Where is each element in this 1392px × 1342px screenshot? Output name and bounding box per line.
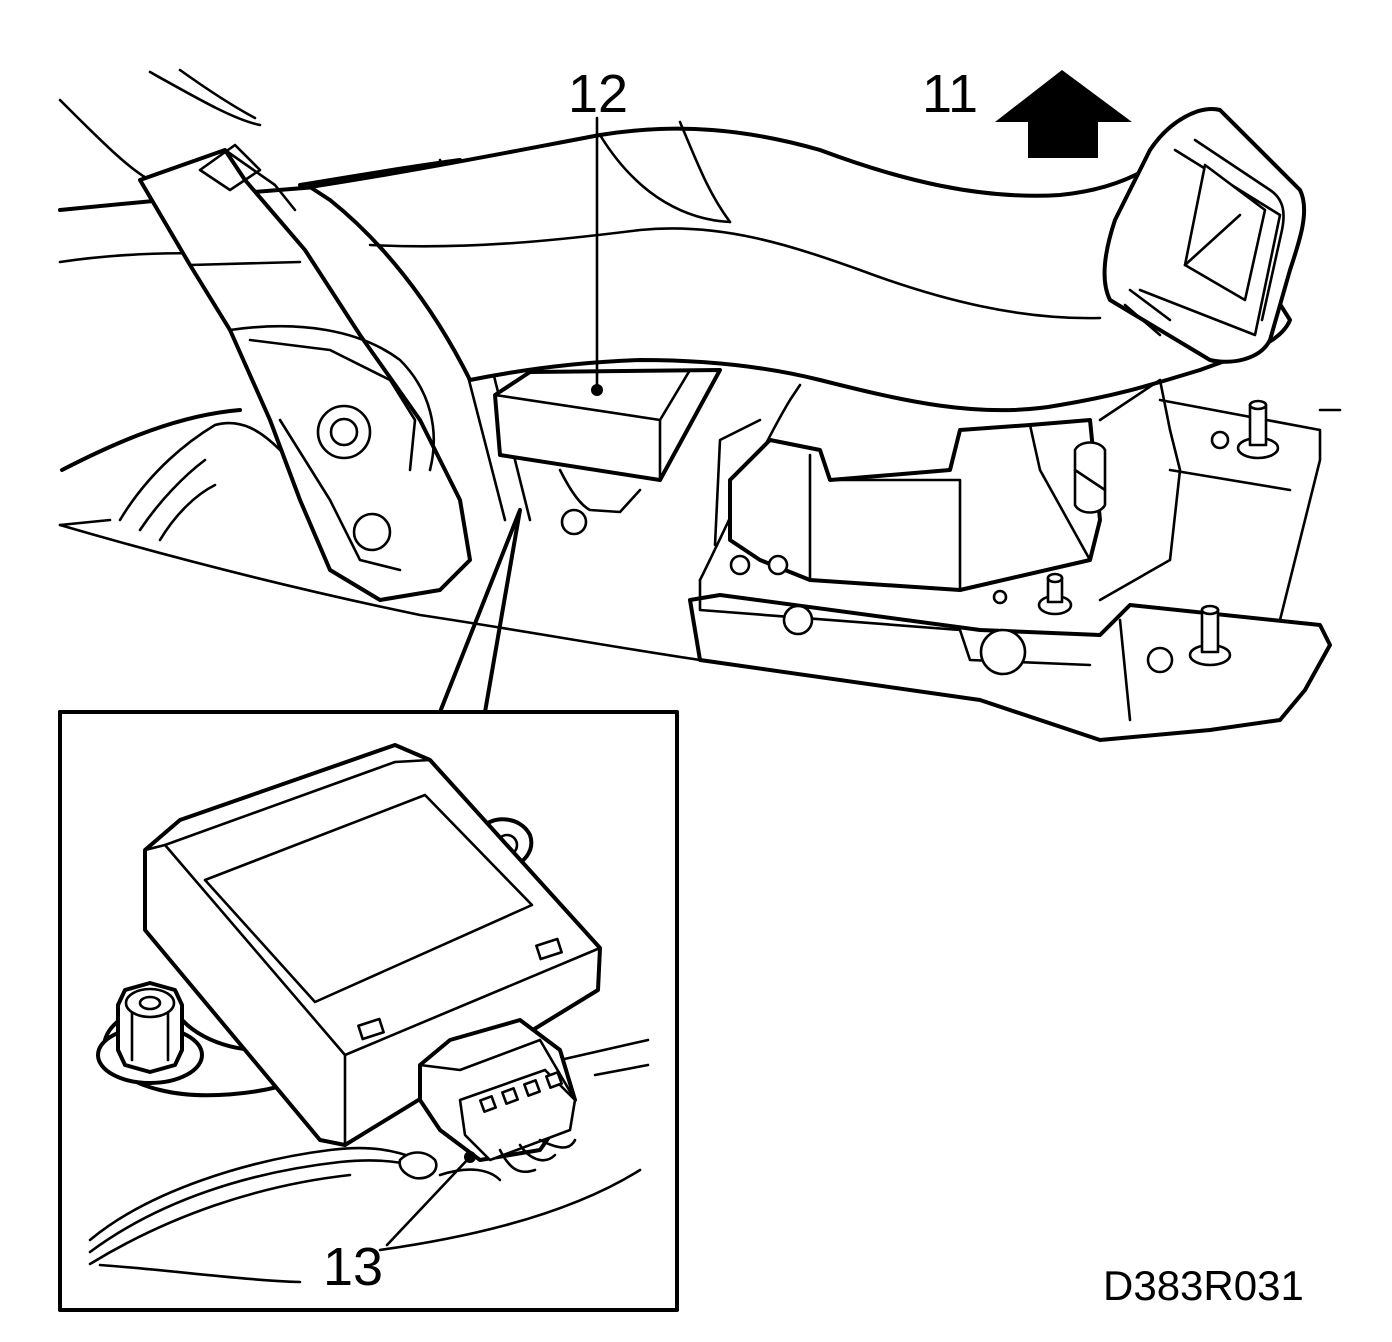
callout-label-12: 12 <box>568 64 629 124</box>
callout-label-11: 11 <box>922 64 979 124</box>
up-arrow-icon <box>995 70 1132 158</box>
control-module-main <box>493 368 722 536</box>
seat-bracket <box>58 68 532 602</box>
mounting-base <box>688 378 1342 742</box>
wire-harness <box>88 1038 650 1284</box>
callout-label-13: 13 <box>323 1237 384 1297</box>
callout-13-leader <box>385 1155 472 1247</box>
bolt-icon <box>96 981 204 1085</box>
bolt-icon <box>1037 399 1280 667</box>
detail-inset <box>58 508 679 1312</box>
figure-code: D383R031 <box>1103 1262 1304 1309</box>
main-view <box>58 68 1342 742</box>
callout-13-dot <box>464 1151 476 1163</box>
callout-12-dot <box>591 384 603 396</box>
air-duct <box>308 107 1307 413</box>
connector-icon <box>418 1018 577 1174</box>
